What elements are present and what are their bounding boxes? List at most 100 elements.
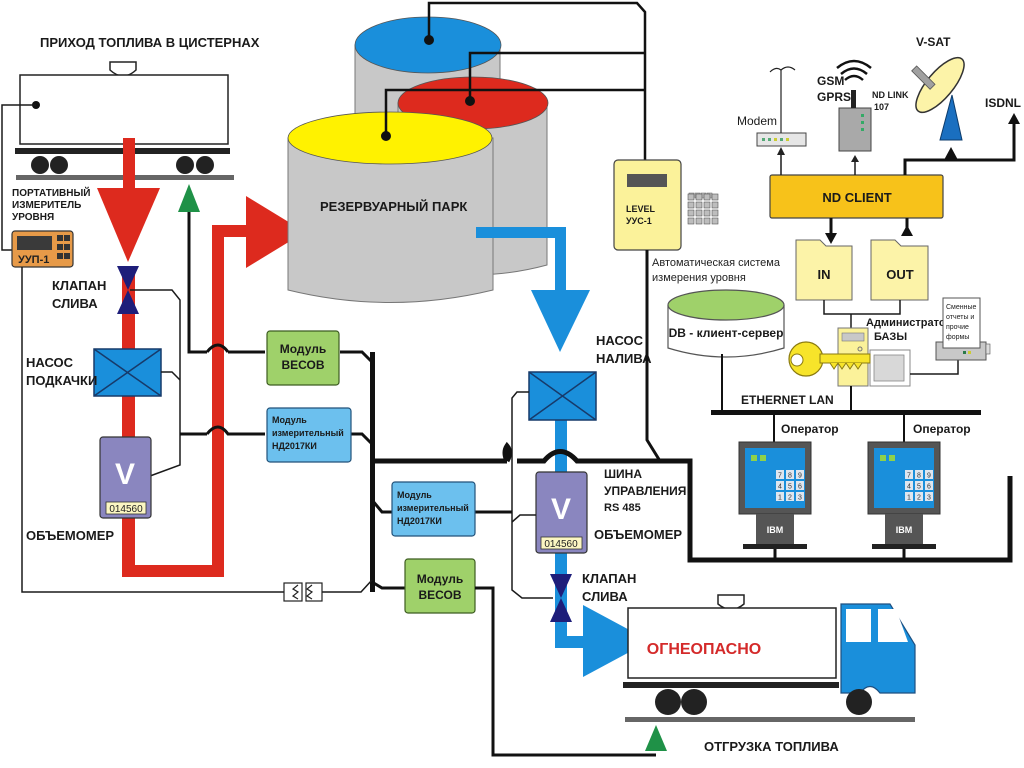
svg-text:ВЕСОВ: ВЕСОВ xyxy=(281,358,324,372)
keypad-key xyxy=(925,470,933,479)
keypad-key-label: 2 xyxy=(917,495,921,502)
svg-text:LEVEL: LEVEL xyxy=(626,204,656,214)
level-device-keypad xyxy=(687,193,719,225)
svg-text:УПРАВЛЕНИЯ: УПРАВЛЕНИЯ xyxy=(604,484,686,498)
scale-module-bottom: Модуль ВЕСОВ xyxy=(404,558,476,614)
keypad-key xyxy=(905,492,913,501)
scale-module-top: Модуль ВЕСОВ xyxy=(266,330,340,386)
svg-text:Модуль: Модуль xyxy=(417,572,463,586)
keypad-key-label: 6 xyxy=(798,484,802,491)
fuel-truck xyxy=(623,594,916,722)
keypad-key xyxy=(786,492,794,501)
key-icon xyxy=(788,341,871,377)
svg-text:отчеты и: отчеты и xyxy=(946,314,974,321)
keypad-key xyxy=(925,481,933,490)
keypad-key xyxy=(905,481,913,490)
svg-text:014560: 014560 xyxy=(544,539,578,550)
svg-text:Модуль: Модуль xyxy=(272,415,307,425)
svg-text:GPRS: GPRS xyxy=(817,90,851,104)
keypad-key xyxy=(796,492,804,501)
svg-text:IBM: IBM xyxy=(896,525,913,535)
keypad-key xyxy=(796,481,804,490)
keypad-key xyxy=(915,481,923,490)
keypad-key-label: 9 xyxy=(927,473,931,480)
svg-text:014560: 014560 xyxy=(109,504,143,515)
svg-text:Модуль: Модуль xyxy=(280,342,326,356)
keypad-key xyxy=(905,470,913,479)
svg-text:RS 485: RS 485 xyxy=(604,502,641,514)
booster-pump xyxy=(93,348,162,397)
keypad-key xyxy=(786,470,794,479)
keypad-key-label: 8 xyxy=(917,473,921,480)
measure-module-right: Модуль измерительный НД2017КИ xyxy=(391,481,476,537)
svg-text:ШИНА: ШИНА xyxy=(604,467,642,481)
svg-text:Автоматическая система: Автоматическая система xyxy=(652,257,781,269)
weight-sensor-arrow-bottom xyxy=(645,725,667,751)
keypad-key-label: 2 xyxy=(788,495,792,502)
gsm-router xyxy=(836,59,872,152)
svg-text:GSM: GSM xyxy=(817,74,844,88)
ethernet-bus xyxy=(711,410,981,415)
level-device-uus1: LEVEL УУС-1 xyxy=(613,159,713,251)
svg-text:ПОДКАЧКИ: ПОДКАЧКИ xyxy=(26,373,97,388)
svg-text:Modem: Modem xyxy=(737,114,777,128)
incoming-title: ПРИХОД ТОПЛИВА В ЦИСТЕРНАХ xyxy=(40,35,260,50)
svg-text:ND CLIENT: ND CLIENT xyxy=(822,190,891,205)
svg-text:ОБЪЕМОМЕР: ОБЪЕМОМЕР xyxy=(26,528,114,543)
svg-text:СЛИВА: СЛИВА xyxy=(582,589,628,604)
svg-text:НД2017КИ: НД2017КИ xyxy=(272,441,317,451)
svg-text:Оператор: Оператор xyxy=(913,422,971,436)
svg-text:IBM: IBM xyxy=(767,525,784,535)
folder-in: IN xyxy=(795,239,853,301)
svg-text:ОБЪЕМОМЕР: ОБЪЕМОМЕР xyxy=(594,527,682,542)
database: DB - клиент-сервер xyxy=(667,289,785,358)
svg-text:ND LINK: ND LINK xyxy=(872,90,909,100)
svg-text:ВЕСОВ: ВЕСОВ xyxy=(418,588,461,602)
tank-farm xyxy=(287,16,549,303)
svg-text:OUT: OUT xyxy=(886,267,914,282)
svg-text:Оператор: Оператор xyxy=(781,422,839,436)
rail-tank-car xyxy=(15,61,234,180)
svg-text:IN: IN xyxy=(818,267,831,282)
operator-terminal-1: IBM xyxy=(738,441,812,549)
keypad-key xyxy=(796,470,804,479)
svg-text:Администратор: Администратор xyxy=(866,317,953,329)
svg-text:НАЛИВА: НАЛИВА xyxy=(596,351,652,366)
svg-text:V: V xyxy=(115,458,135,491)
svg-text:НД2017КИ: НД2017КИ xyxy=(397,516,442,526)
keypad-key-label: 1 xyxy=(907,495,911,502)
svg-text:107: 107 xyxy=(874,102,889,112)
svg-text:ИЗМЕРИТЕЛЬ: ИЗМЕРИТЕЛЬ xyxy=(12,200,81,211)
folder-out: OUT xyxy=(870,239,929,301)
svg-text:КЛАПАН: КЛАПАН xyxy=(52,278,106,293)
svg-text:формы: формы xyxy=(946,334,969,341)
keypad-key-label: 8 xyxy=(788,473,792,480)
keypad-key-label: 4 xyxy=(907,484,911,491)
keypad-key-label: 7 xyxy=(907,473,911,480)
svg-text:Модуль: Модуль xyxy=(397,490,432,500)
keypad-key xyxy=(915,470,923,479)
keypad-key xyxy=(776,481,784,490)
keypad-key xyxy=(776,492,784,501)
flowmeter-left: V 014560 xyxy=(99,436,152,519)
keypad-key-label: 5 xyxy=(788,484,792,491)
fill-pump xyxy=(528,371,597,421)
modem xyxy=(756,66,807,147)
svg-text:измерения уровня: измерения уровня xyxy=(652,272,746,284)
svg-text:РЕЗЕРВУАРНЫЙ ПАРК: РЕЗЕРВУАРНЫЙ ПАРК xyxy=(320,199,467,214)
svg-text:V-SAT: V-SAT xyxy=(916,35,951,49)
keypad-key xyxy=(776,470,784,479)
vsat-dish xyxy=(911,56,965,141)
svg-text:прочие: прочие xyxy=(946,324,969,331)
keypad-key xyxy=(915,492,923,501)
svg-text:измерительный: измерительный xyxy=(397,503,469,513)
svg-text:УУП-1: УУП-1 xyxy=(18,254,49,266)
outgoing-title: ОТГРУЗКА ТОПЛИВА xyxy=(704,739,839,754)
keypad-key-label: 3 xyxy=(798,495,802,502)
portable-level-gauge: ПОРТАТИВНЫЙ ИЗМЕРИТЕЛЬ УРОВНЯ УУП-1 xyxy=(11,186,90,268)
svg-text:УУС-1: УУС-1 xyxy=(626,216,652,226)
keypad-key-label: 3 xyxy=(927,495,931,502)
svg-text:КЛАПАН: КЛАПАН xyxy=(582,571,636,586)
keypad-key xyxy=(786,481,794,490)
svg-text:НАСОС: НАСОС xyxy=(26,355,74,370)
